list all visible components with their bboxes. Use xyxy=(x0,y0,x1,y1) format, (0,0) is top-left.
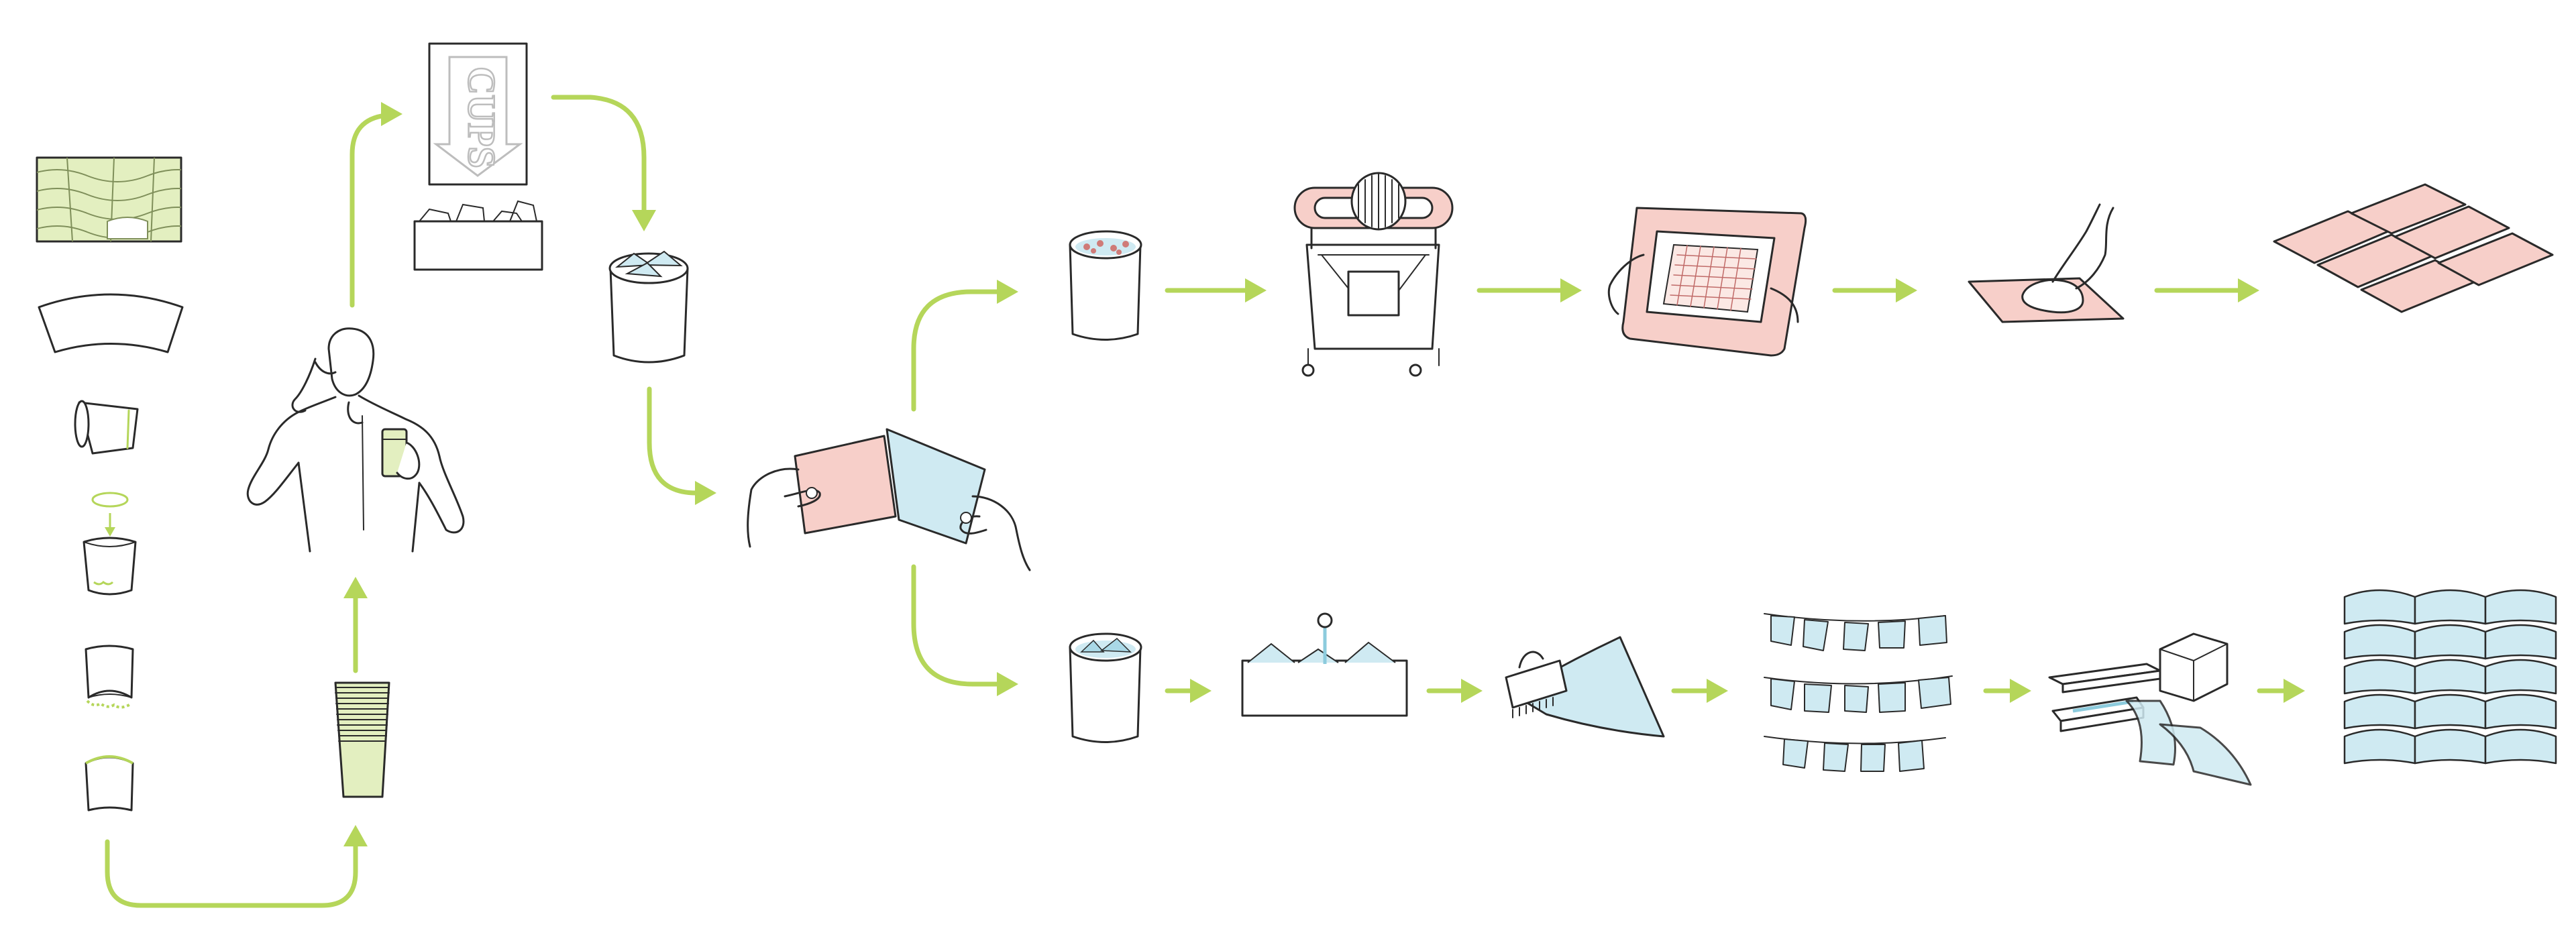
blue-tile xyxy=(2414,659,2487,695)
arrow-bottom-2 xyxy=(1426,679,1483,703)
arrow-bottom-5 xyxy=(2257,679,2305,703)
arrow-to-pink-branch xyxy=(911,280,1018,412)
drying-line-icon xyxy=(1764,613,1953,772)
flow-arrows xyxy=(105,95,2305,908)
water-tank-icon xyxy=(1241,612,1408,717)
brush-sheet-icon xyxy=(1505,636,1665,738)
blue-tile xyxy=(2414,589,2487,625)
arrow-stack-to-person xyxy=(343,577,368,673)
cup-cut-icon xyxy=(85,645,134,709)
paper-sheets-icon xyxy=(747,428,1031,571)
collection-bin-icon xyxy=(413,200,543,271)
shaping-press-icon xyxy=(2048,632,2252,786)
blue-tile xyxy=(2484,624,2557,660)
cup-sheet-pattern-icon xyxy=(36,156,182,243)
cup-icon xyxy=(74,400,139,455)
blue-tile xyxy=(2414,728,2487,765)
arrow-bottom-1 xyxy=(1165,679,1212,703)
arrow-person-to-sign xyxy=(350,102,402,308)
arrow-bin-to-sheets xyxy=(647,386,716,505)
cup-base-icon xyxy=(83,537,137,596)
sign-label: CUPS xyxy=(460,66,504,168)
blue-tile xyxy=(2343,589,2416,625)
mould-deckle-icon xyxy=(1607,207,1807,357)
arrow-bottom-4 xyxy=(1983,679,2031,703)
blue-tile xyxy=(2343,624,2416,660)
arrow-to-blue-branch xyxy=(911,564,1018,696)
pressing-hand-icon xyxy=(1968,203,2125,323)
recycled-bin-icon xyxy=(608,250,689,364)
arrow-sign-to-bin xyxy=(551,95,656,231)
blue-tile xyxy=(2343,728,2416,765)
arrow-top-2 xyxy=(1477,278,1582,302)
cup-rim-icon xyxy=(91,492,129,537)
person-drinking-icon xyxy=(246,327,465,553)
arrow-bottom-3 xyxy=(1671,679,1728,703)
beater-machine-icon xyxy=(1293,172,1454,377)
pulp-bucket-icon xyxy=(1069,230,1142,341)
cup-stack-icon xyxy=(334,681,390,798)
arrow-top-3 xyxy=(1832,278,1917,302)
blue-tile xyxy=(2484,589,2557,625)
blue-tile xyxy=(2343,693,2416,730)
blue-tile xyxy=(2484,728,2557,765)
arrow-to-stack xyxy=(105,825,368,908)
cup-icon-open xyxy=(85,755,134,812)
pink-tiles-icon xyxy=(2273,183,2554,313)
blue-tile xyxy=(2414,693,2487,730)
blue-tile xyxy=(2484,659,2557,695)
blue-tile xyxy=(2343,659,2416,695)
arrow-top-1 xyxy=(1165,278,1267,302)
blue-tile xyxy=(2414,624,2487,660)
soaking-bucket-icon xyxy=(1069,632,1142,743)
cup-blank-icon xyxy=(38,293,184,353)
blue-tile xyxy=(2484,693,2557,730)
blue-tiles-icon xyxy=(2343,589,2557,765)
cups-collection-sign-icon: CUPS xyxy=(428,42,528,186)
arrow-top-4 xyxy=(2154,278,2259,302)
